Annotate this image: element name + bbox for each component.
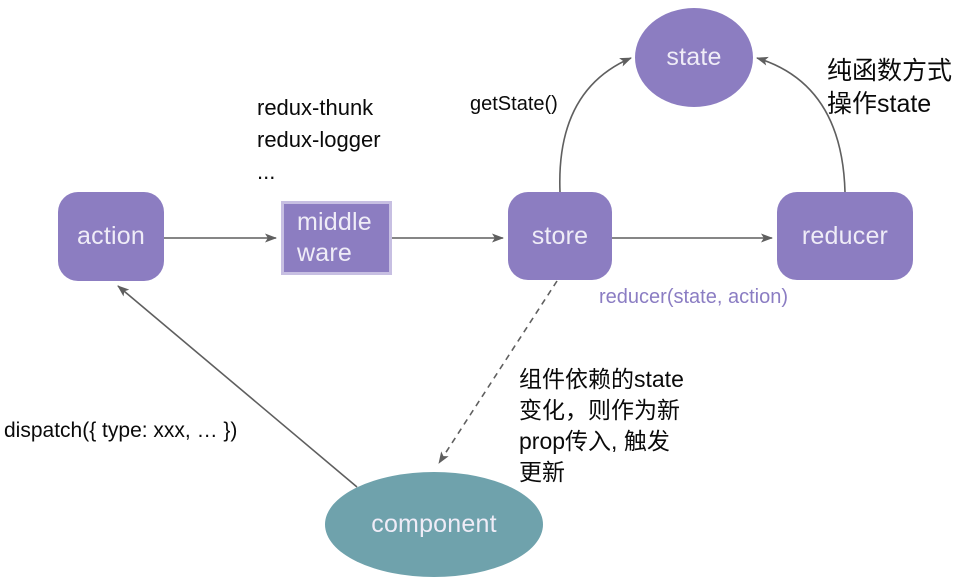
node-state: state: [635, 8, 753, 107]
node-action: action: [58, 192, 164, 281]
edge-component-to-action: [117, 285, 358, 488]
edge-store-to-component: [438, 280, 558, 464]
node-action-label: action: [77, 222, 145, 250]
node-store: store: [508, 192, 612, 280]
edge-reducer-to-state: [756, 56, 846, 193]
dispatch-call-label: dispatch({ type: xxx, … }): [4, 419, 238, 442]
node-component-label: component: [371, 510, 497, 538]
getstate-label: getState(): [470, 93, 558, 115]
node-store-label: store: [531, 221, 589, 250]
node-middleware: middle ware: [281, 201, 392, 275]
node-reducer-label: reducer: [801, 221, 889, 250]
node-state-label: state: [666, 43, 722, 71]
reducer-call-label: reducer(state, action): [599, 286, 788, 308]
pure-function-note-label: 纯函数方式 操作state: [827, 57, 953, 118]
edge-store-to-state: [559, 57, 632, 193]
node-component: component: [325, 472, 543, 577]
middleware-examples-label: redux-thunk redux-logger ...: [257, 95, 381, 184]
node-middleware-label: middle ware: [297, 208, 372, 267]
state-change-note-label: 组件依赖的state 变化，则作为新 prop传入, 触发 更新: [519, 366, 684, 485]
node-reducer: reducer: [777, 192, 913, 280]
